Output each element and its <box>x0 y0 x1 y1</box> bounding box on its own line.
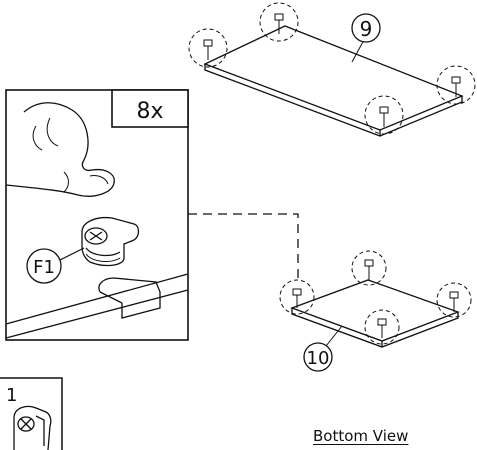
fitting-marker <box>279 250 472 345</box>
part-10-number-circle <box>303 342 333 372</box>
panel-10 <box>290 279 460 348</box>
fitting-label: F1 <box>33 257 55 278</box>
callout-quantity: 1 <box>6 385 17 406</box>
detail-box: 8x F1 <box>5 89 189 341</box>
dashed-connector <box>188 213 299 278</box>
quantity-tab <box>111 89 189 128</box>
callout-box: 1 <box>0 377 63 450</box>
part-9-number: 9 <box>360 17 373 41</box>
hand-illustration <box>5 102 115 197</box>
cam-fitting-icon <box>13 405 52 450</box>
part-10-number: 10 <box>307 348 330 369</box>
board-illustration <box>5 273 189 339</box>
fitting-marker <box>188 2 476 135</box>
panel-9 <box>203 25 464 137</box>
bottom-view-caption: Bottom View <box>313 427 409 445</box>
part-9-number-circle <box>351 13 381 43</box>
fitting-label-circle <box>26 248 62 284</box>
cam-fitting-illustration <box>81 216 140 267</box>
quantity-label: 8x <box>136 99 163 124</box>
